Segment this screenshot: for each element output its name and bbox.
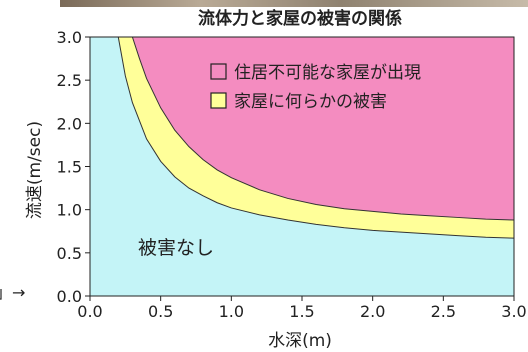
y-tick-label: 2.5 bbox=[57, 71, 82, 90]
legend-swatch-some-damage bbox=[210, 92, 227, 109]
x-tick-label: 3.0 bbox=[501, 302, 526, 321]
legend: 住居不可能な家屋が出現 家屋に何らかの被害 bbox=[210, 63, 421, 112]
y-tick-label: 2.0 bbox=[57, 114, 82, 133]
legend-swatch-uninhabitable bbox=[210, 63, 227, 80]
legend-label-some-damage: 家屋に何らかの被害 bbox=[234, 92, 387, 112]
x-tick-label: 2.5 bbox=[431, 302, 456, 321]
region-uninhabitable bbox=[131, 36, 515, 221]
x-tick-label: 0.5 bbox=[148, 302, 173, 321]
x-tick-label: 1.5 bbox=[289, 302, 314, 321]
y-axis: 0.0 0.5 1.0 1.5 2.0 2.5 3.0 bbox=[57, 28, 90, 306]
y-tick-label: 0.5 bbox=[57, 244, 82, 263]
y-tick-label: 0.0 bbox=[57, 287, 82, 306]
no-damage-annotation: 被害なし bbox=[138, 237, 214, 259]
y-axis-label: 流速(m/sec) bbox=[25, 121, 45, 219]
photo-edge-strip bbox=[60, 0, 528, 7]
chart-title: 流体力と家屋の被害の関係 bbox=[198, 8, 402, 29]
x-tick-label: 2.0 bbox=[360, 302, 385, 321]
y-tick-label: 1.5 bbox=[57, 158, 82, 177]
y-tick-label: 3.0 bbox=[57, 28, 82, 47]
x-axis-label: 水深(m) bbox=[268, 331, 332, 351]
x-tick-label: 0.0 bbox=[77, 302, 102, 321]
y-tick-label: 1.0 bbox=[57, 201, 82, 220]
x-axis: 0.0 0.5 1.0 1.5 2.0 2.5 3.0 bbox=[77, 296, 527, 321]
legend-label-uninhabitable: 住居不可能な家屋が出現 bbox=[234, 63, 421, 83]
left-edge-label: 」→ bbox=[0, 283, 25, 302]
x-tick-label: 1.0 bbox=[219, 302, 244, 321]
chart-regions bbox=[90, 36, 515, 296]
